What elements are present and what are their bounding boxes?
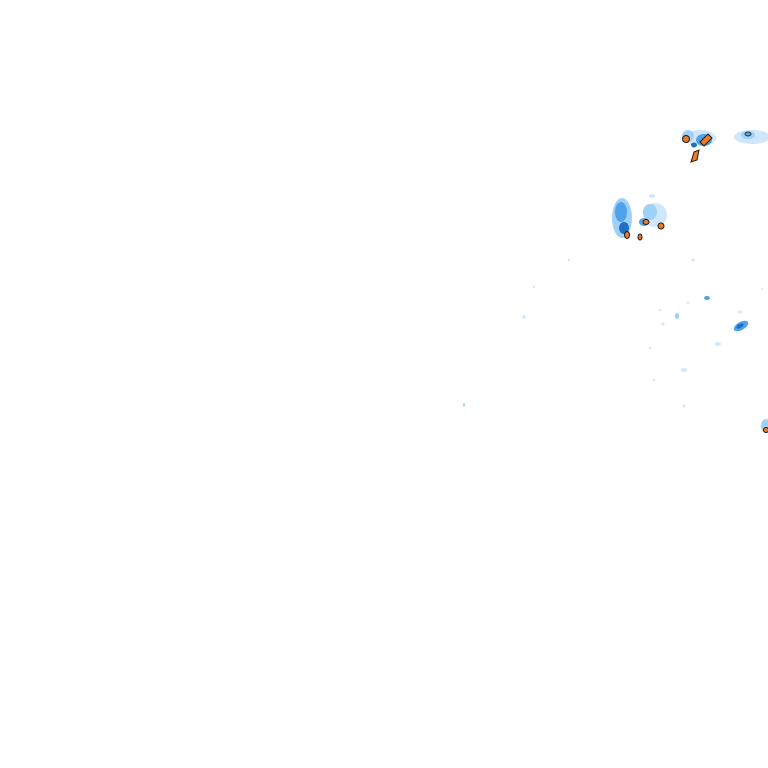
echo-very-light [567,258,571,262]
storm-cell-center [612,194,667,241]
storm-cell-far-northeast [734,130,768,144]
echo-very-light [652,378,656,382]
echo-very-light [686,301,690,305]
echo-moderate [615,202,627,222]
echo-heavy [691,142,697,148]
echo-heavy [619,222,629,234]
echo-very-light [522,315,526,319]
echo-intense [690,149,700,163]
echo-very-light [649,346,651,350]
echo-intense [763,427,768,433]
echo-intense [642,219,650,225]
echo-very-light [533,285,535,289]
scattered-echoes [462,258,763,408]
echo-very-light [681,368,687,372]
echo-intense [637,233,643,241]
echo-very-light [691,258,695,262]
echo-light [675,313,679,319]
echo-light [462,403,466,407]
echo-intense [657,222,665,230]
echo-very-light [658,308,662,312]
storm-cell-east-edge [761,419,768,433]
echo-intense [624,231,630,239]
echo-very-light [715,342,721,346]
echo-very-light [649,194,655,198]
echo-very-light [661,322,665,326]
echo-moderate [704,296,710,300]
echo-heavy [736,323,744,329]
echo-very-light [761,288,763,290]
echo-very-light [738,310,742,314]
echo-light [643,204,657,220]
echo-moderate [744,131,752,137]
storm-cell-northeast [682,130,716,163]
echo-very-light [682,404,686,408]
echo-intense [699,133,713,147]
echo-intense [682,135,690,143]
